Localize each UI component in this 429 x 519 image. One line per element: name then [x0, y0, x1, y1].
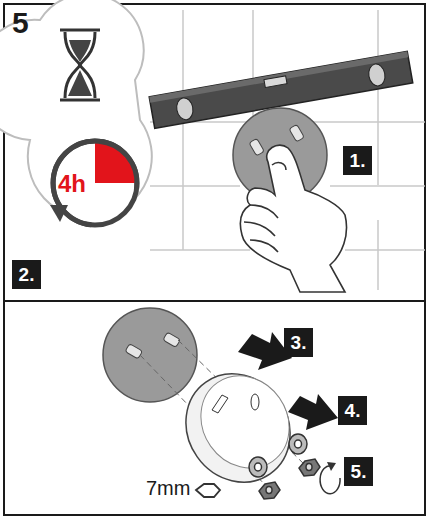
callout-number: 1. [350, 150, 366, 172]
panel-divider [4, 300, 425, 302]
step-number: 5 [12, 6, 29, 40]
callout-number: 3. [291, 332, 307, 354]
dimension-label: 7mm [146, 477, 190, 500]
timer-icon [0, 0, 152, 229]
push-arrow [288, 394, 338, 430]
time-label: 4h [58, 170, 86, 198]
callout-box: 5. [344, 457, 373, 486]
callout-number: 4. [345, 400, 361, 422]
washers-nuts [249, 434, 320, 499]
callout-box: 4. [338, 396, 367, 425]
callout-number: 5. [351, 461, 367, 483]
mounting-plate-exploded [103, 308, 197, 402]
hex-icon [196, 484, 220, 497]
callout-box: 1. [343, 146, 372, 175]
rotate-arrow-head [327, 462, 336, 471]
callout-box: 3. [284, 328, 313, 357]
rotate-arrow [320, 466, 340, 494]
callout-box: 2. [12, 260, 41, 289]
frame [4, 4, 425, 515]
hand [240, 145, 346, 292]
callout-number: 2. [19, 264, 35, 286]
